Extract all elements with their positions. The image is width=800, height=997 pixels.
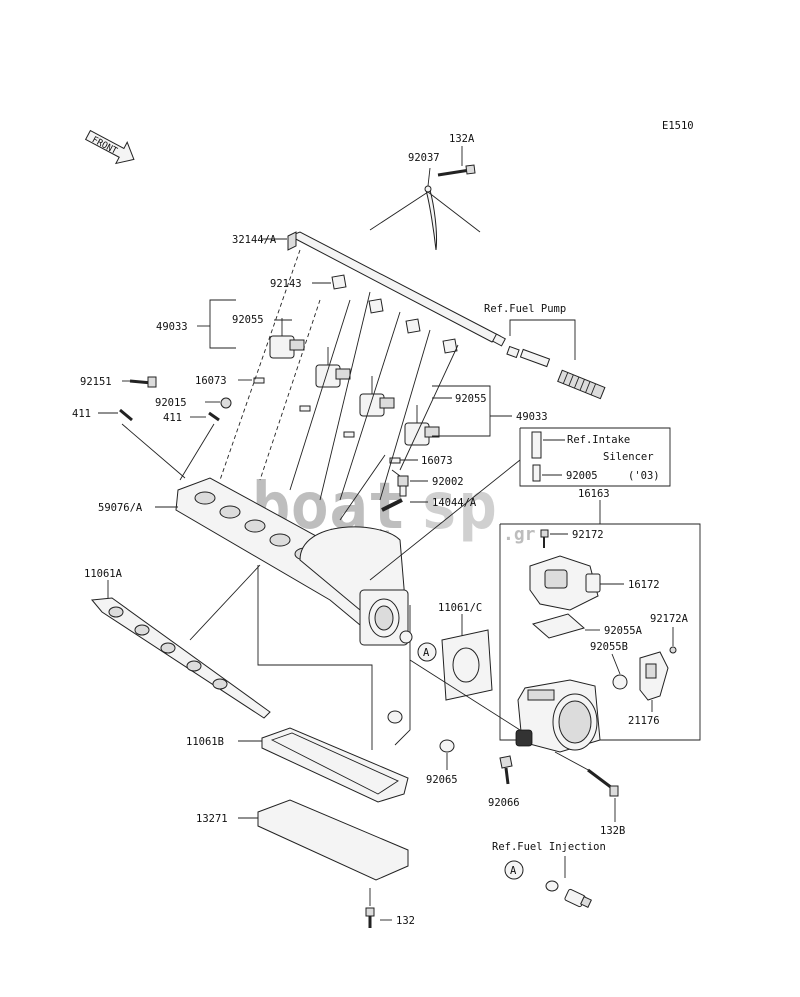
cover-13271	[257, 799, 409, 881]
injector-49033-3	[359, 376, 395, 417]
stud-411-mid-icon	[208, 411, 220, 422]
callout-132A: 132A	[449, 133, 475, 145]
clip-92037-icon	[424, 185, 437, 251]
callout-92055-left: 92055	[232, 314, 264, 326]
gasket-92055A	[531, 613, 586, 639]
callout-16073-right: 16073	[421, 455, 453, 467]
spacer-92143	[331, 274, 347, 290]
callout-49033-left: 49033	[156, 321, 188, 333]
callout-92151: 92151	[80, 376, 112, 388]
callout-92015: 92015	[155, 397, 187, 409]
bolt-132B-icon	[587, 768, 619, 797]
callout-11061B: 11061B	[186, 736, 224, 748]
bolt-132-icon	[365, 907, 375, 928]
callout-13271: 13271	[196, 813, 228, 825]
intake-manifold-59076A	[175, 477, 409, 646]
callout-03: ('03)	[628, 470, 660, 482]
callout-411-mid: 411	[163, 412, 182, 424]
injector-49033-4	[404, 405, 440, 446]
seal-16073	[253, 377, 265, 384]
bushing-92065	[439, 739, 455, 753]
callout-92005: 92005	[566, 470, 598, 482]
callout-92055B: 92055B	[590, 641, 628, 653]
callout-92055A: 92055A	[604, 625, 643, 637]
gasket-11061C	[441, 629, 493, 701]
ref-fuel-pump: Ref.Fuel Pump	[484, 303, 566, 315]
callout-11061C: 11061/C	[438, 602, 482, 614]
callout-92055-right: 92055	[455, 393, 487, 405]
fuel-pump-spring-icon	[557, 369, 606, 400]
watermark-domain: .gr	[503, 524, 536, 545]
gasket-11061B	[261, 727, 409, 803]
marker-a2-label: A	[510, 865, 517, 877]
fuel-hose-pump	[519, 348, 551, 368]
sensor-21176	[639, 651, 669, 701]
callout-92143: 92143	[270, 278, 302, 290]
watermark-brand-right: sp	[420, 470, 497, 544]
front-arrow-icon: FRONT	[84, 129, 135, 165]
ref-intake-line2: Silencer	[603, 451, 654, 463]
sensor-ref-injection-icon	[564, 888, 592, 908]
pipe-14044A-icon	[381, 498, 403, 512]
oring-ref-injection	[545, 880, 559, 892]
diagram-code: E1510	[662, 120, 694, 132]
callout-11061A: 11061A	[84, 568, 123, 580]
marker-a1-label: A	[423, 647, 430, 659]
callout-132B: 132B	[600, 825, 625, 837]
gasket-11061A	[91, 597, 271, 719]
callout-59076A: 59076/A	[98, 502, 143, 514]
ref-fuel-injection: Ref.Fuel Injection	[492, 841, 606, 853]
stud-411-left-icon	[119, 408, 133, 422]
bolt-132A-icon	[437, 164, 476, 177]
callout-21176: 21176	[628, 715, 660, 727]
callout-411-left: 411	[72, 408, 91, 420]
marker-a1: A	[417, 642, 437, 662]
screw-92172A-icon	[669, 646, 677, 654]
callout-32144A: 32144/A	[232, 234, 277, 246]
oring-92055B	[612, 674, 628, 690]
sensor-16172	[529, 555, 601, 611]
bolt-92066-icon	[499, 755, 513, 785]
hose-ref-intake	[531, 431, 542, 459]
callout-92066: 92066	[488, 797, 520, 809]
callout-92065: 92065	[426, 774, 458, 786]
callout-92002: 92002	[432, 476, 464, 488]
injector-49033-1	[269, 318, 305, 359]
fuel-rail-32144A	[287, 231, 506, 347]
ref-intake-line1: Ref.Intake	[567, 434, 630, 446]
callout-92172: 92172	[572, 529, 604, 541]
callout-16172: 16172	[628, 579, 660, 591]
callout-16163: 16163	[578, 488, 610, 500]
callout-49033-right: 49033	[516, 411, 548, 423]
throttle-body	[515, 679, 601, 753]
plug-92002-icon	[397, 475, 409, 497]
callout-92172A: 92172A	[650, 613, 689, 625]
callout-14044A: 14044/A	[432, 497, 477, 509]
callout-132: 132	[396, 915, 415, 927]
callout-92037: 92037	[408, 152, 440, 164]
marker-a2: A	[504, 860, 524, 880]
callout-16073-left: 16073	[195, 375, 227, 387]
bolt-92151-icon	[129, 376, 157, 388]
screw-92172-icon	[540, 529, 549, 548]
bolt-92015-icon	[220, 397, 232, 409]
